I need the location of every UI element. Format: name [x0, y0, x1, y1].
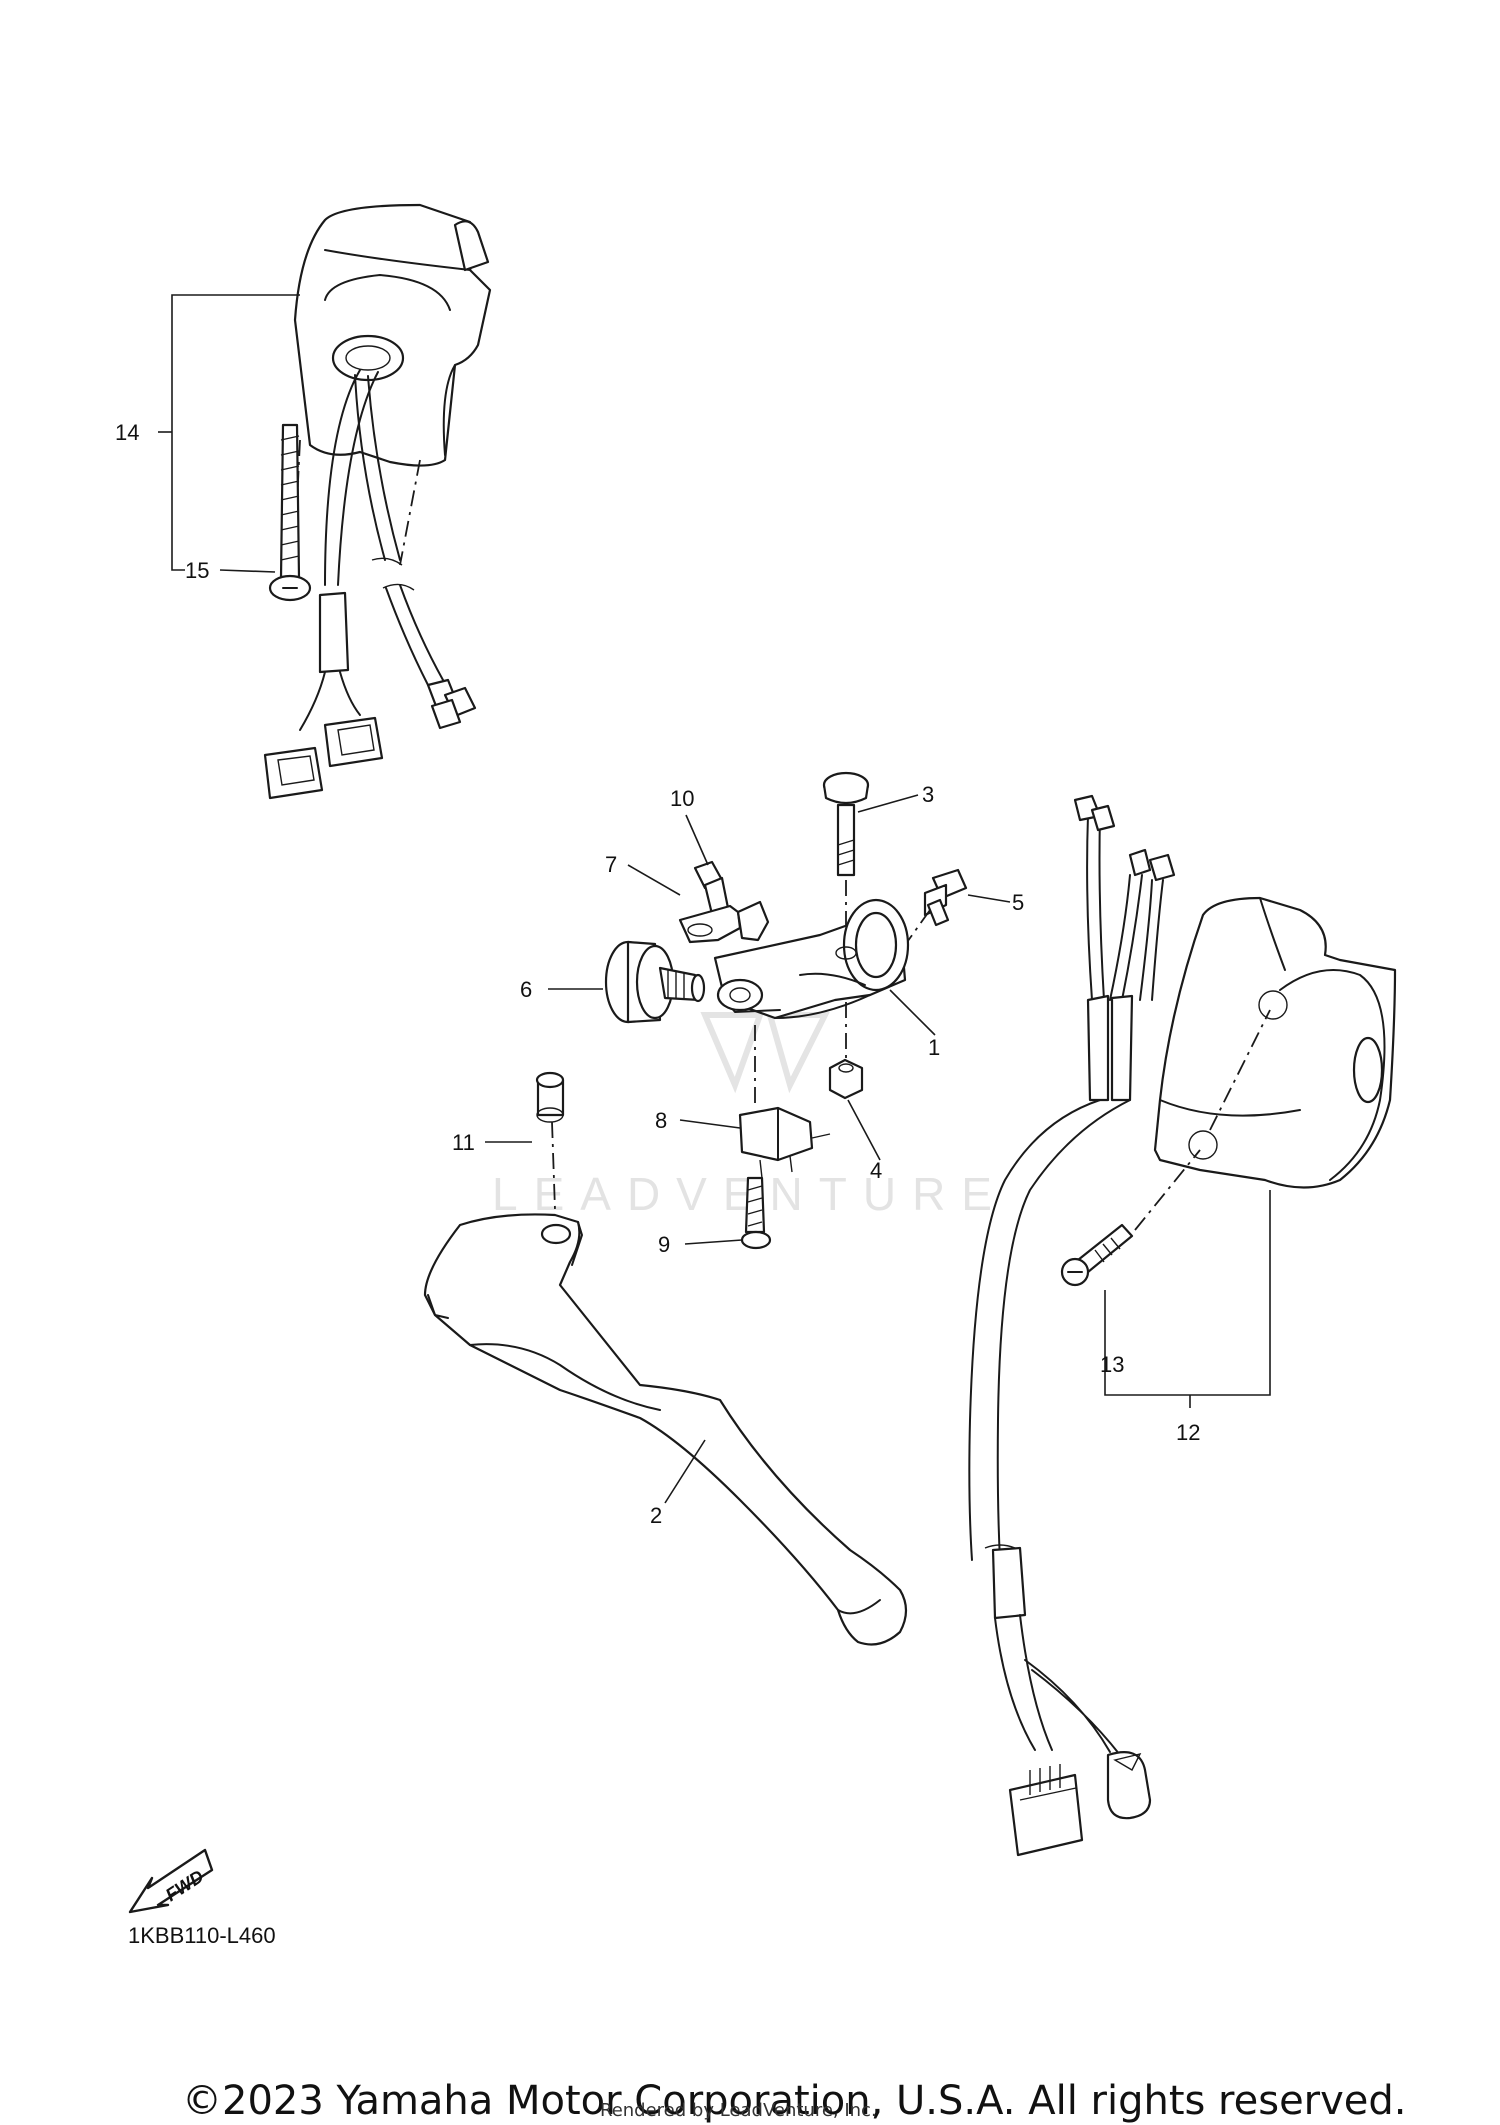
- watermark-text: LEADVENTURE: [492, 1168, 1008, 1220]
- fwd-arrow-icon: FWD: [128, 1848, 214, 1914]
- bolt-5[interactable]: [923, 868, 968, 927]
- callout-15: 15: [185, 558, 209, 583]
- callout-11: 11: [452, 1130, 475, 1155]
- screw-13[interactable]: [1060, 1223, 1134, 1287]
- diagram-code: 1KBB110-L460: [128, 1923, 276, 1948]
- lever-holder-1[interactable]: [713, 898, 910, 1020]
- callout-3: 3: [922, 782, 934, 807]
- callout-8: 8: [655, 1108, 667, 1133]
- adjuster-6[interactable]: [604, 940, 706, 1024]
- collar-11[interactable]: [535, 1071, 565, 1123]
- callout-6: 6: [520, 977, 532, 1002]
- callout-5: 5: [1012, 890, 1024, 915]
- left-handlebar-switch[interactable]: [263, 203, 492, 800]
- callout-12: 12: [1176, 1420, 1200, 1445]
- clutch-switch-8[interactable]: [738, 1025, 831, 1179]
- callout-1: 1: [928, 1035, 940, 1060]
- leadventure-watermark: LEADVENTURE: [492, 1012, 1008, 1220]
- right-handlebar-switch[interactable]: [968, 794, 1397, 1857]
- callout-13: 13: [1100, 1352, 1124, 1377]
- copyright-notice: ©2023 Yamaha Motor Corporation, U.S.A. A…: [182, 2078, 1407, 2124]
- callout-10: 10: [670, 786, 694, 811]
- bracket-12: [1104, 1190, 1271, 1396]
- callout-4: 4: [870, 1158, 882, 1183]
- nut-4[interactable]: [828, 1002, 864, 1100]
- callout-14: 14: [115, 420, 139, 445]
- pivot-bolt-3[interactable]: [822, 771, 870, 877]
- screw-10[interactable]: [693, 860, 730, 916]
- callout-2: 2: [650, 1503, 662, 1528]
- callout-7: 7: [605, 852, 617, 877]
- rendered-by-text: Rendered by LeadVenture, Inc.: [600, 2100, 877, 2121]
- switch-bracket-7[interactable]: [678, 900, 770, 944]
- clutch-lever-2[interactable]: [423, 1213, 908, 1646]
- callout-9: 9: [658, 1232, 670, 1257]
- screw-15[interactable]: [268, 423, 312, 602]
